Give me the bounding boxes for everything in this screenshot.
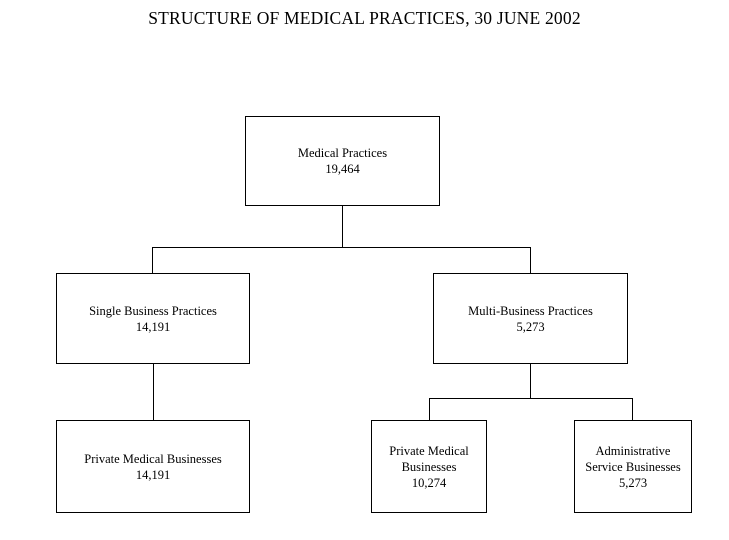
connector-drop-to-single-business-practices — [152, 247, 153, 273]
node-label: Private Medical Businesses — [84, 451, 222, 466]
node-administrative-service-businesses: Administrative Service Businesses 5,273 — [574, 420, 692, 513]
node-label: Private Medical Businesses — [389, 443, 469, 474]
connector-level2-horizontal-bar — [152, 247, 531, 248]
node-single-business-practices: Single Business Practices 14,191 — [56, 273, 250, 364]
connector-drop-to-private-medical-businesses — [429, 398, 430, 420]
node-value: 14,191 — [135, 467, 171, 482]
node-value: 14,191 — [135, 319, 171, 334]
node-value: 5,273 — [516, 319, 545, 334]
connector-level3-horizontal-bar — [429, 398, 633, 399]
node-label: Administrative Service Businesses — [585, 443, 681, 474]
node-private-medical-businesses-multi: Private Medical Businesses 10,274 — [371, 420, 487, 513]
node-value: 10,274 — [411, 475, 447, 490]
node-medical-practices: Medical Practices 19,464 — [245, 116, 440, 206]
node-value: 19,464 — [325, 162, 360, 176]
node-private-medical-businesses-single: Private Medical Businesses 14,191 — [56, 420, 250, 513]
connector-drop-to-multi-business-practices — [530, 247, 531, 273]
node-label: Multi-Business Practices — [468, 303, 593, 318]
connector-drop-to-administrative-service-businesses — [632, 398, 633, 420]
node-multi-business-practices: Multi-Business Practices 5,273 — [433, 273, 628, 364]
node-label: Medical Practices — [297, 146, 388, 160]
node-value: 5,273 — [618, 475, 648, 490]
page-title: STRUCTURE OF MEDICAL PRACTICES, 30 JUNE … — [148, 8, 581, 28]
connector-multi-stem — [530, 364, 531, 399]
node-label: Single Business Practices — [89, 303, 217, 318]
connector-single-to-private-medical-businesses — [153, 364, 154, 420]
connector-root-stem — [342, 206, 343, 248]
